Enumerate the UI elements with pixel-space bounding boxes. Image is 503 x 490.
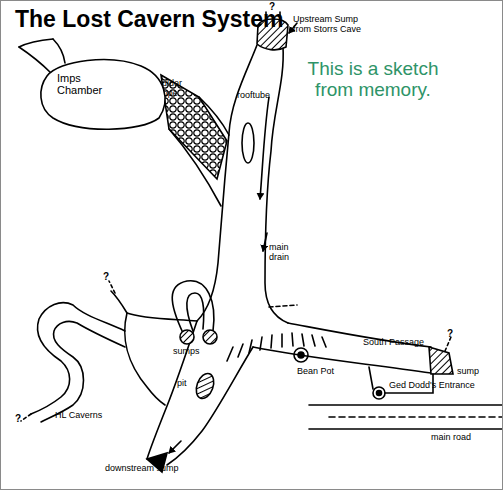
map-title: The Lost Cavern System	[15, 7, 283, 32]
place-label: Bean Pot	[297, 367, 334, 377]
unknown-mark: ?	[15, 413, 21, 424]
unknown-mark: ?	[103, 271, 109, 282]
place-label: Upstream Sump from Storrs Cave	[293, 15, 375, 35]
place-label: HL Caverns	[55, 411, 102, 421]
chamber-outline: Imps Chamber	[39, 56, 167, 132]
place-label: rooftube	[237, 91, 270, 101]
memory-note: This is a sketch from memory.	[293, 59, 453, 101]
place-label: main road	[431, 433, 471, 443]
place-label: pit	[177, 379, 187, 389]
chamber-wall	[41, 60, 165, 130]
unknown-mark: ?	[269, 1, 275, 12]
place-label: sumps	[173, 347, 200, 357]
place-label: South Passage	[363, 338, 424, 348]
place-label: sump	[457, 367, 479, 377]
place-label: downstream sump	[105, 464, 179, 474]
unknown-mark: ?	[447, 328, 453, 339]
chamber-name: Imps Chamber	[57, 72, 113, 96]
place-label: main drain	[269, 243, 301, 263]
place-label: Ged Dodd's Entrance	[389, 381, 475, 391]
